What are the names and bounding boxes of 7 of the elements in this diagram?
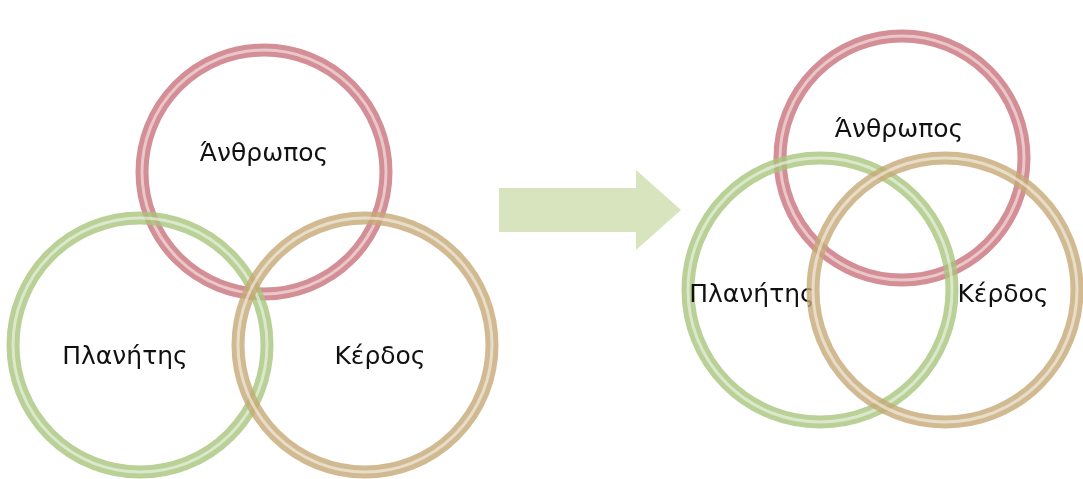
circle-label: Πλανήτης — [62, 340, 188, 370]
circle-label: Πλανήτης — [689, 278, 815, 308]
circle-label: Άνθρωπος — [199, 137, 329, 167]
block-arrow — [499, 170, 681, 250]
circle-label: Άνθρωπος — [834, 113, 964, 143]
circle-label: Κέρδος — [957, 278, 1049, 308]
circle-label: Κέρδος — [334, 340, 426, 370]
